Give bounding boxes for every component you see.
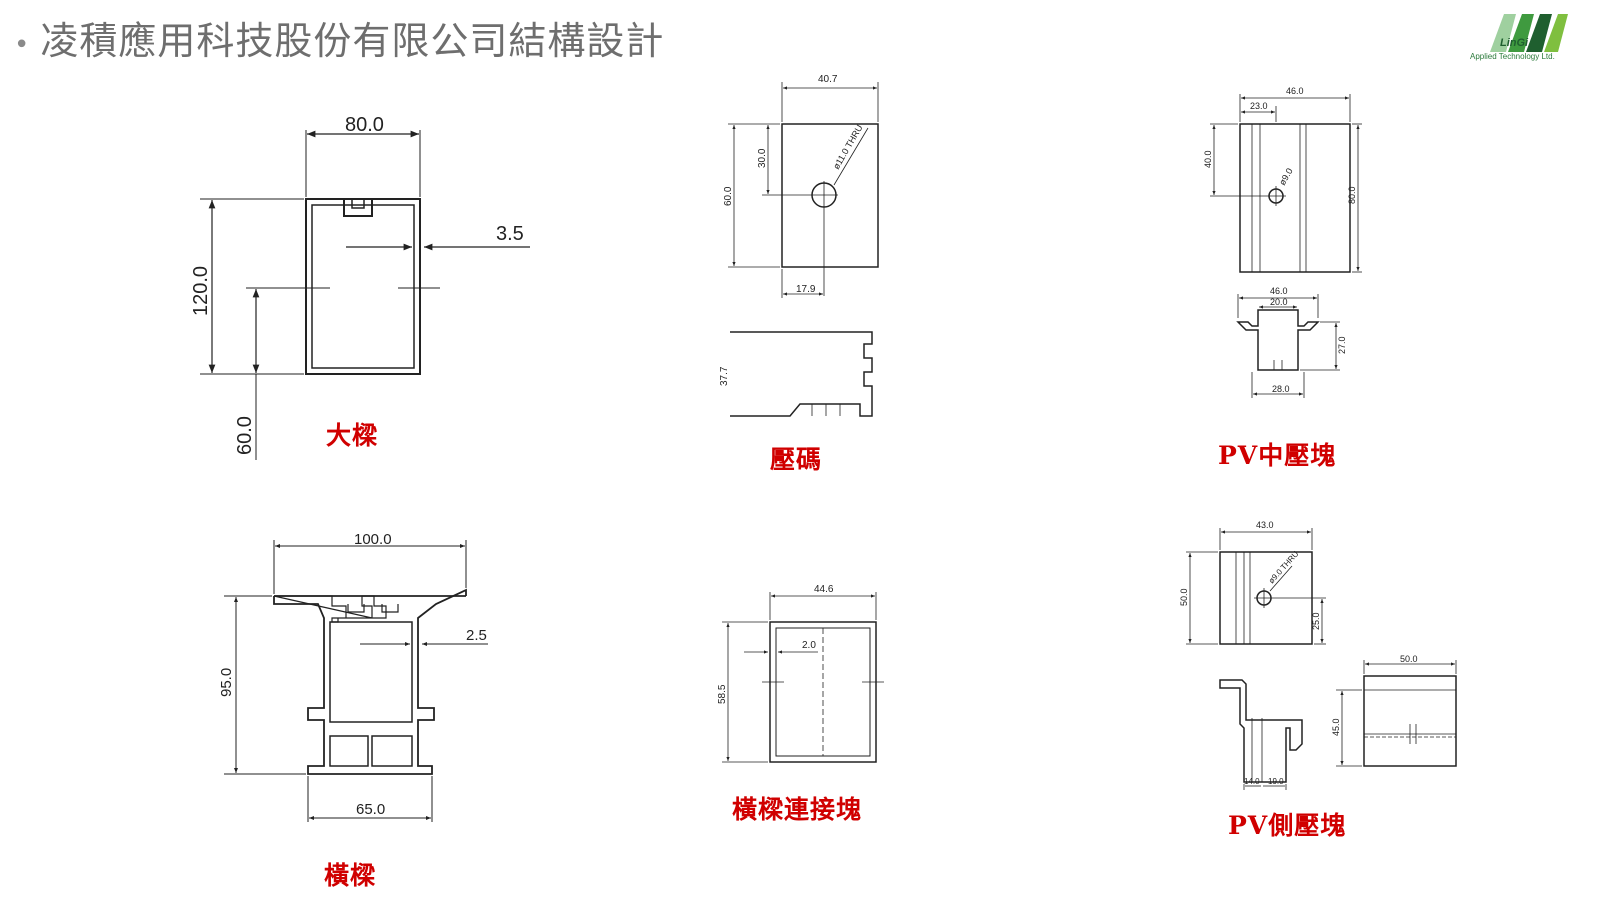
pv-mid-half-label: 23.0 — [1250, 101, 1268, 111]
cross-beam-width-label: 100.0 — [354, 531, 392, 548]
company-logo — [1490, 14, 1568, 52]
pv-mid-inner-width-label: 20.0 — [1270, 297, 1288, 307]
pv-mid-hole-label: ø9.0 — [1277, 166, 1295, 187]
pv-mid-top-width-label: 46.0 — [1270, 286, 1288, 296]
pv-side-w2-label: 19.0 — [1268, 777, 1284, 786]
bullet-icon: • — [14, 29, 31, 60]
pv-side-hole-label: ø9.0 THRU — [1267, 549, 1301, 585]
main-beam-wall-label: 3.5 — [496, 223, 524, 245]
clamp-hole-label: ø11.0 THRU — [831, 123, 865, 171]
cross-beam-drawing — [224, 540, 488, 822]
caption-cross-beam-connector: 橫樑連接塊 — [732, 795, 863, 824]
caption-pv-mid-clamp: PV中壓塊 — [1218, 441, 1337, 470]
clamp-drawing — [728, 82, 879, 417]
pv-side-clamp-drawing — [1186, 528, 1457, 790]
connector-wall-label: 2.0 — [802, 640, 816, 651]
page-title-text: 凌積應用科技股份有限公司結構設計 — [40, 19, 665, 63]
main-beam-height-label: 120.0 — [190, 266, 212, 316]
cross-beam-base-label: 65.0 — [356, 801, 385, 818]
pv-side-height-label: 50.0 — [1179, 588, 1189, 606]
main-beam-drawing — [200, 130, 530, 460]
connector-width-label: 44.6 — [814, 584, 834, 595]
cross-beam-height-label: 95.0 — [218, 668, 235, 697]
caption-pv-side-clamp: PV側壓塊 — [1228, 811, 1347, 840]
caption-cross-beam: 橫樑 — [324, 861, 377, 890]
clamp-height-label: 60.0 — [723, 186, 734, 206]
main-beam-width-label: 80.0 — [345, 114, 384, 136]
pv-side-side-height-label: 45.0 — [1331, 718, 1341, 736]
clamp-width-label: 40.7 — [818, 74, 838, 85]
cross-beam-wall-label: 2.5 — [466, 627, 487, 644]
main-beam-half-label: 60.0 — [234, 416, 256, 455]
logo-subtitle: Applied Technology Ltd. — [1470, 52, 1555, 61]
page-title: • 凌積應用科技股份有限公司結構設計 — [14, 10, 664, 65]
pv-mid-base-width-label: 28.0 — [1272, 384, 1290, 394]
caption-clamp: 壓碼 — [770, 445, 823, 474]
pv-side-w1-label: 14.0 — [1244, 777, 1260, 786]
pv-mid-clamp-drawing — [1210, 94, 1362, 398]
logo-name: LinGi — [1500, 37, 1529, 49]
clamp-offset-label: 17.9 — [796, 284, 816, 295]
pv-side-width-label: 43.0 — [1256, 520, 1274, 530]
caption-main-beam: 大樑 — [326, 421, 379, 450]
pv-mid-width-label: 46.0 — [1286, 86, 1304, 96]
pv-mid-depth-label: 27.0 — [1337, 336, 1347, 354]
connector-height-label: 58.5 — [717, 684, 728, 704]
pv-mid-hole-height-label: 40.0 — [1203, 150, 1213, 168]
pv-mid-height-label: 80.0 — [1347, 186, 1357, 204]
clamp-half-label: 30.0 — [757, 148, 768, 168]
connector-drawing — [722, 592, 884, 763]
pv-side-hole-height-label: 25.0 — [1311, 612, 1321, 630]
pv-side-top-width-label: 50.0 — [1400, 654, 1418, 664]
clamp-side-label: 37.7 — [719, 366, 730, 386]
